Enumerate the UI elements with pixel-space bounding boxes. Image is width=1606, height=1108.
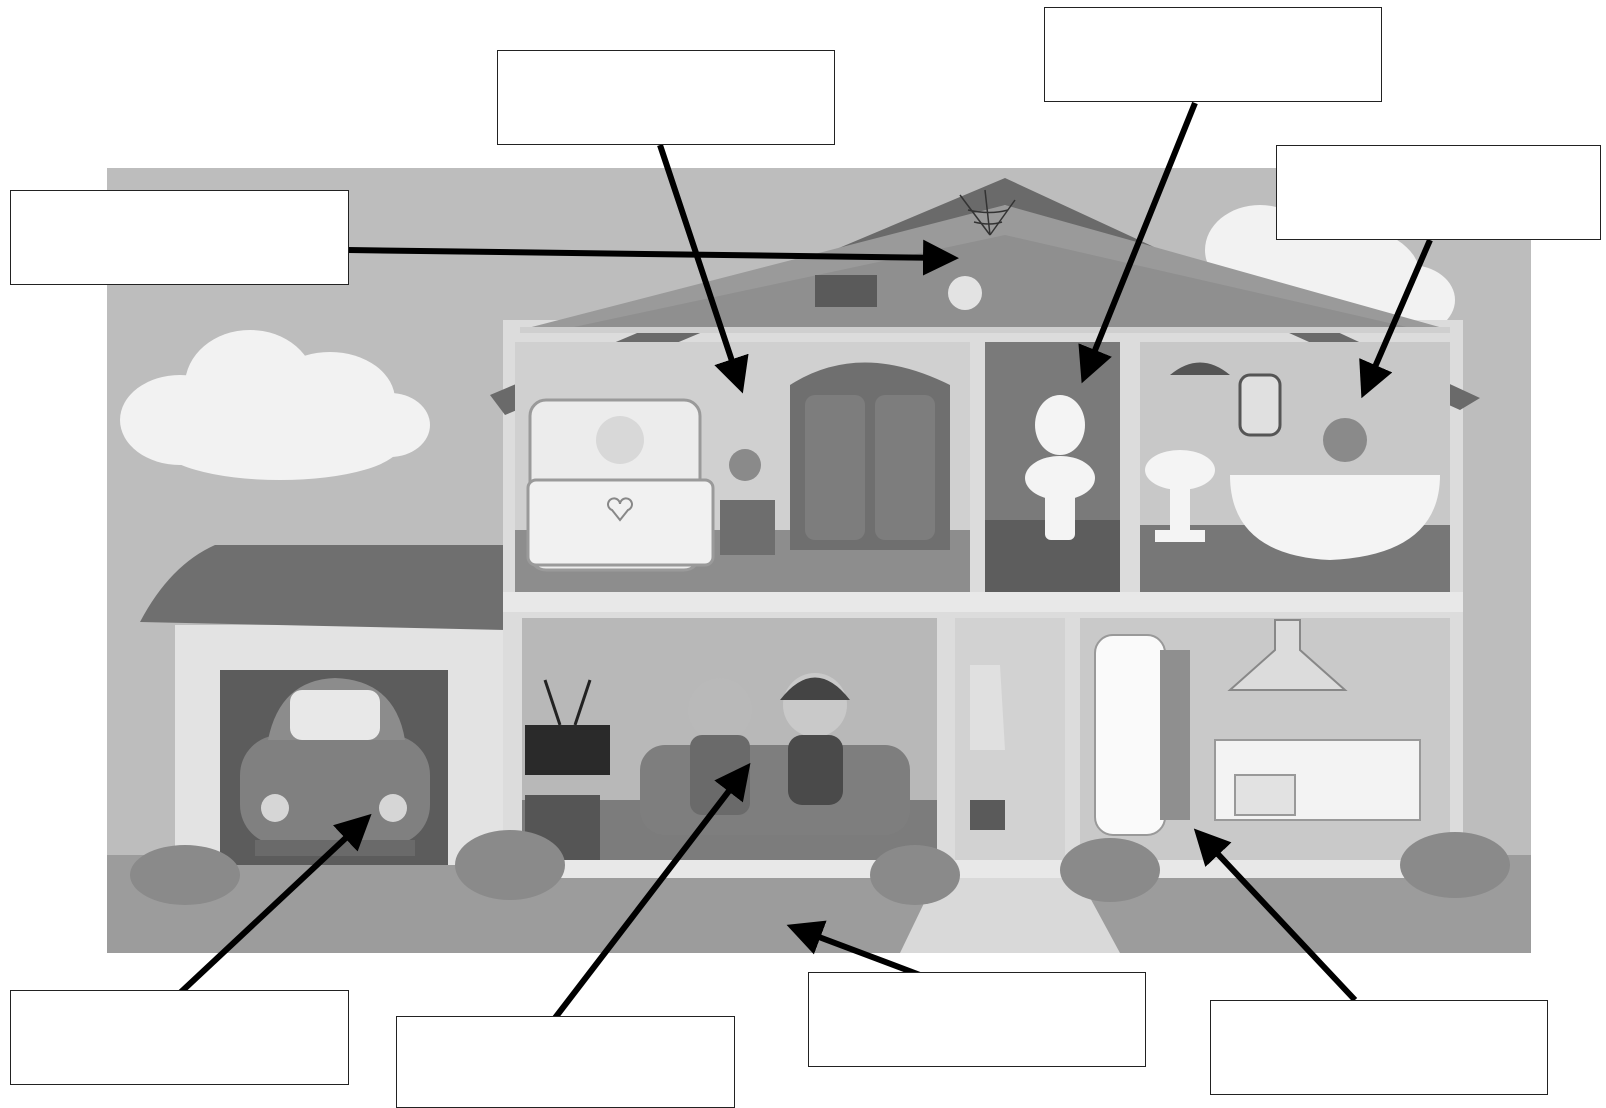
bathtub-icon: [1230, 418, 1440, 560]
label-box-bedroom[interactable]: [497, 50, 835, 145]
toilet-icon: [1025, 395, 1095, 540]
arrow-garden: [786, 920, 922, 978]
living-room: [522, 618, 937, 860]
label-box-toilet[interactable]: [1044, 7, 1382, 102]
ceiling-lamp-icon: [1170, 362, 1230, 375]
attic-items: [815, 189, 1016, 310]
coat-icon: [970, 665, 1005, 750]
lamp-icon: [729, 449, 761, 481]
label-box-living-room[interactable]: [396, 1016, 735, 1108]
wardrobe-icon: [790, 362, 950, 550]
house-base: [510, 860, 1465, 878]
arrow-kitchen: [1193, 828, 1358, 1003]
bed-icon: [526, 398, 715, 572]
label-box-attic[interactable]: [10, 190, 349, 285]
arrows: [177, 101, 1433, 1020]
roof: [490, 178, 1480, 415]
floor-divider: [503, 592, 1463, 612]
boots-icon: [970, 800, 1005, 830]
bedroom: [515, 342, 970, 592]
sofa-icon: [640, 745, 910, 835]
hood-icon: [1227, 619, 1348, 691]
spider-web-icon: [959, 189, 1016, 236]
label-box-garden[interactable]: [808, 972, 1146, 1067]
hallway: [955, 618, 1065, 860]
fridge-icon: [1094, 634, 1190, 836]
mirror-icon: [1238, 373, 1282, 437]
nightstand-icon: [720, 500, 775, 555]
arrow-garage: [177, 813, 372, 996]
sink-icon: [1145, 450, 1215, 542]
arrow-attic: [347, 239, 959, 276]
arrow-bedroom: [657, 144, 749, 394]
stove-icon: [1214, 739, 1421, 821]
garage: [140, 545, 505, 865]
arrow-toilet: [1078, 101, 1198, 384]
tv-icon: [525, 679, 610, 860]
car-icon: [240, 678, 430, 856]
label-box-kitchen[interactable]: [1210, 1000, 1548, 1095]
label-box-bathroom[interactable]: [1276, 145, 1601, 240]
arrow-bathroom: [1359, 238, 1433, 399]
arrow-living-room: [552, 762, 751, 1020]
cloud-left: [120, 330, 430, 480]
toilet-room: [985, 342, 1120, 592]
garden-path: [900, 870, 1120, 953]
label-box-garage[interactable]: [10, 990, 349, 1085]
kitchen: [1080, 618, 1450, 860]
bushes: [130, 830, 1510, 905]
bathroom: [1140, 342, 1450, 592]
